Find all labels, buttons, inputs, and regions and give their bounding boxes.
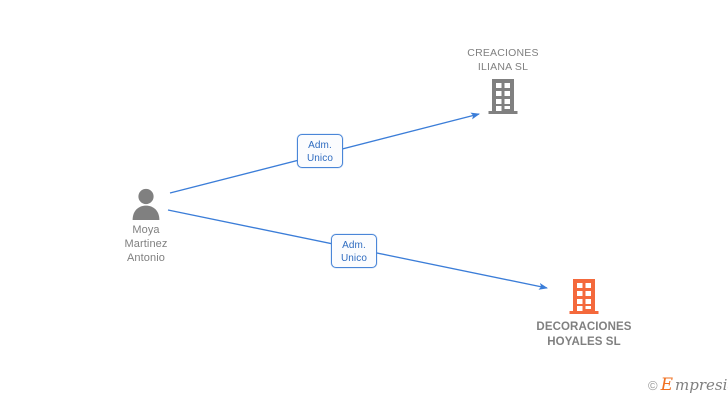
edge-label-adm-unico-2[interactable]: Adm. Unico (331, 234, 377, 268)
node-company-creaciones-iliana[interactable]: CREACIONES ILIANA SL (443, 46, 563, 115)
company-name-label-decoraciones-hoyales: DECORACIONES HOYALES SL (536, 321, 632, 348)
person-name-label: Moya Martinez Antonio (124, 224, 168, 264)
node-company-decoraciones-hoyales[interactable]: DECORACIONES HOYALES SL (519, 277, 649, 350)
brand-initial: E (660, 375, 674, 395)
copyright-icon: © (648, 378, 658, 393)
edge-label-text: Adm. Unico (306, 140, 334, 164)
person-avatar-icon (132, 188, 160, 220)
watermark-empresia: © E mpresia (648, 377, 728, 394)
node-person-moya-martinez-antonio[interactable]: Moya Martinez Antonio (96, 186, 196, 265)
building-icon (569, 279, 599, 314)
building-icon (488, 79, 518, 114)
brand-name: mpresia (675, 376, 728, 394)
edge-label-adm-unico-1[interactable]: Adm. Unico (297, 134, 343, 168)
company-name-label-creaciones-iliana: CREACIONES ILIANA SL (467, 47, 539, 73)
edge-label-text: Adm. Unico (340, 240, 368, 264)
